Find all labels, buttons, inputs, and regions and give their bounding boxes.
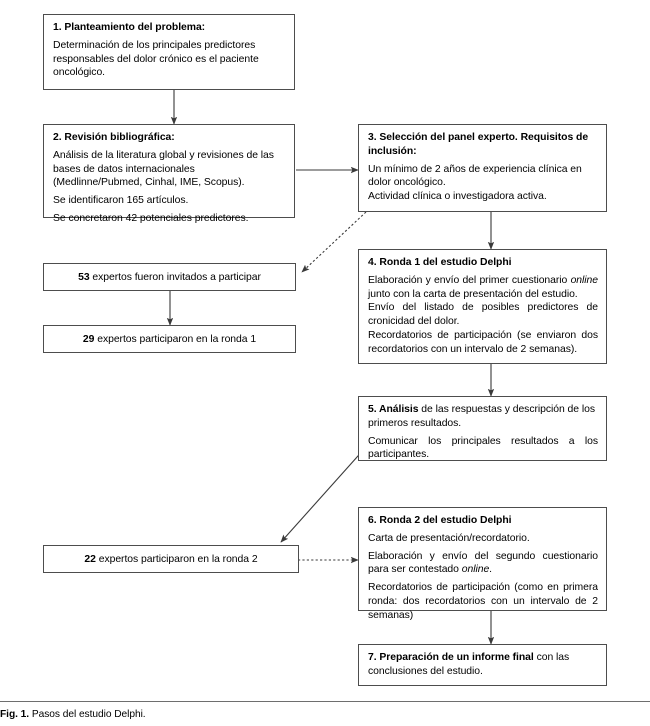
node-step4-line1-emphasis: online [570,274,598,286]
node-step5-heading-rest: de las respuestas y descripción de los p… [368,404,595,429]
node-round1-text: 29 expertos participaron en la ronda 1 [83,334,256,345]
node-step7-heading-number: 7. Preparación de un informe final [368,652,534,663]
node-step1-heading: 1. Planteamiento del problema: [53,22,206,33]
caption-divider [0,701,650,702]
connector-step3-to-invited [301,211,367,273]
node-step2-heading: 2. Revisión bibliográfica: [53,132,175,143]
figure-caption-text: Pasos del estudio Delphi. [31,709,146,720]
node-step5-line1: Comunicar los principales resultados a l… [368,435,598,461]
node-step4-heading: 4. Ronda 1 del estudio Delphi [368,257,512,268]
node-round1-label: expertos participaron en la ronda 1 [94,333,257,345]
figure-caption: Fig. 1. Pasos del estudio Delphi. [0,709,146,720]
node-step6-line2-pre: Elaboración y envío del segundo cuestion… [368,550,598,576]
node-step1[interactable]: 1. Planteamiento del problema: Determina… [43,14,295,90]
node-invited-number: 53 [78,271,90,283]
node-step6-line2-post: . [489,564,493,576]
node-step7-heading-rest: con las conclusiones del estudio. [368,652,570,677]
node-round2-count[interactable]: 22 expertos participaron en la ronda 2 [43,545,299,573]
node-step3-line2: Actividad clínica o investigadora activa… [368,191,547,203]
figure-caption-label: Fig. 1. [0,709,30,720]
node-step4-line1: Elaboración y envío del primer cuestiona… [368,274,598,302]
node-round2-text: 22 expertos participaron en la ronda 2 [84,554,257,565]
node-step6-line3: Recordatorios de participación (como en … [368,582,598,621]
node-round1-number: 29 [82,333,95,345]
node-step3-line1: Un mínimo de 2 años de experiencia clíni… [368,163,582,189]
node-step2[interactable]: 2. Revisión bibliográfica: Análisis de l… [43,124,295,224]
node-step4[interactable]: 4. Ronda 1 del estudio Delphi Elaboració… [358,249,607,364]
connector-step5-to-round2 [280,446,367,543]
node-step7[interactable]: 7. Preparación de un informe final con l… [358,644,607,686]
node-step6-line2-emphasis: online [461,564,490,576]
node-step6-line1: Carta de presentación/recordatorio. [368,532,530,544]
node-step6-line2: Elaboración y envío del segundo cuestion… [368,550,598,578]
node-step6[interactable]: 6. Ronda 2 del estudio Delphi Carta de p… [358,507,607,621]
node-step4-line1-post: junto con la carta de presentación del e… [368,288,578,300]
node-step2-line3: Se concretaron 42 potenciales predictore… [53,213,249,225]
node-step5-heading-number: 5. Análisis [368,404,419,415]
node-invited-count[interactable]: 53 expertos fueron invitados a participa… [43,263,296,291]
node-round2-label: expertos participaron en la ronda 2 [95,553,258,565]
node-step3[interactable]: 3. Selección del panel experto. Requisit… [358,124,607,212]
node-step4-line3: Recordatorios de participación (se envia… [368,330,598,355]
node-step4-line2: Envío del listado de posibles predictore… [368,302,598,328]
node-step6-heading: 6. Ronda 2 del estudio Delphi [368,515,512,526]
node-step5-heading: 5. Análisis de las respuestas y descripc… [368,403,598,431]
node-step1-body: Determinación de los principales predict… [53,39,259,79]
node-step3-heading: 3. Selección del panel experto. Requisit… [368,132,589,157]
node-invited-label: expertos fueron invitados a participar [89,271,261,283]
node-round2-number: 22 [84,553,96,565]
node-step2-line1: Análisis de la literatura global y revis… [53,149,274,189]
node-step2-line2: Se identificaron 165 artículos. [53,195,189,207]
node-invited-text: 53 expertos fueron invitados a participa… [78,272,261,283]
node-step4-line1-pre: Elaboración y envío del primer cuestiona… [368,274,571,286]
node-step5[interactable]: 5. Análisis de las respuestas y descripc… [358,396,607,461]
node-step7-heading: 7. Preparación de un informe final con l… [368,651,598,679]
node-round1-count[interactable]: 29 expertos participaron en la ronda 1 [43,325,296,353]
